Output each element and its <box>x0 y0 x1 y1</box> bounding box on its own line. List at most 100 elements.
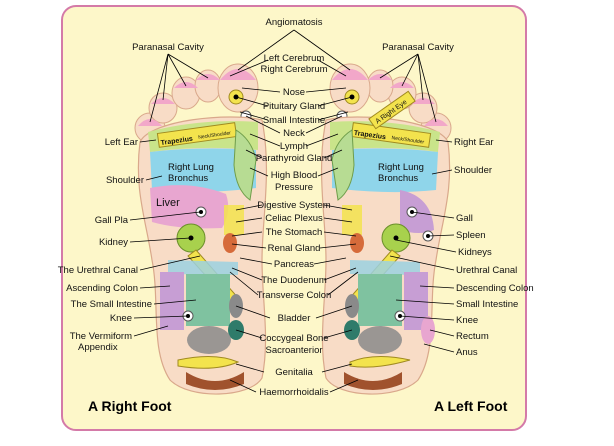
right-liver-text: Liver <box>156 197 180 209</box>
right-liver-region <box>150 185 229 229</box>
label-lymph: Lymph <box>280 141 308 152</box>
label-bladder: Bladder <box>278 313 311 324</box>
label-spleen: Spleen <box>456 230 486 241</box>
right-toe-tip-1 <box>220 69 256 80</box>
labels: Angiomatosis Paranasal Cavity Paranasal … <box>58 17 534 414</box>
left-ear-leader <box>139 139 157 143</box>
left-bronchus-text: Bronchus <box>378 173 418 184</box>
label-knee-l: Knee <box>456 315 478 326</box>
genitalia-leader <box>235 363 353 373</box>
angiomatosis-leader <box>237 29 351 71</box>
parathyroid-leader <box>245 149 343 159</box>
label-right-cerebrum: Right Cerebrum <box>260 64 327 75</box>
left-toe-tip-3 <box>390 82 414 88</box>
stomach-leader <box>231 231 357 237</box>
left-celiac-region <box>342 205 362 235</box>
label-ascending: Ascending Colon <box>66 283 138 294</box>
haemorrhoidalis-leader <box>229 379 359 393</box>
right-lung-text: Right Lung <box>168 162 214 173</box>
small-intestine-leader <box>239 111 349 121</box>
label-left-cerebrum: Left Cerebrum <box>264 53 325 64</box>
label-left-ear: Left Ear <box>105 137 138 148</box>
label-rectum: Rectum <box>456 331 489 342</box>
left-kidney-dot <box>393 235 399 241</box>
digestive-leader <box>235 204 353 211</box>
label-stomach: The Stomach <box>266 227 323 238</box>
right-toe-tip-2 <box>196 74 220 80</box>
left-toe-tip-1 <box>332 69 368 80</box>
right-kidney-dot <box>188 235 194 241</box>
left-eye-band <box>368 90 416 130</box>
right-transverse-colon <box>168 260 238 275</box>
label-high-blood-1: High Blood <box>271 170 317 181</box>
right-heel-spot <box>187 326 231 354</box>
rectum-leader <box>429 329 455 337</box>
gall-pla-leader <box>129 211 201 221</box>
label-small-int-r: The Small Intestine <box>71 299 152 310</box>
blood-pressure-leader <box>249 167 339 177</box>
label-digestive: Digestive System <box>257 200 330 211</box>
leader-lines <box>129 29 457 393</box>
right-celiac-region <box>224 205 244 235</box>
paranasal-left-leader <box>149 53 209 123</box>
left-haemorrhoidalis-region <box>344 372 402 390</box>
right-foot: Trapezius Neck/Shoulder Right Lung Bronc… <box>134 63 268 395</box>
label-right-ear: Right Ear <box>454 137 494 148</box>
left-lung-text: Right Lung <box>378 162 424 173</box>
kidneys-leader <box>395 239 457 253</box>
label-coccygeal-2: Sacroanterior <box>265 345 322 356</box>
pancreas-leader <box>239 257 347 265</box>
label-nose: Nose <box>283 87 305 98</box>
transverse-leader <box>229 271 359 296</box>
right-bronchus-text: Bronchus <box>168 173 208 184</box>
label-neck: Neck <box>283 128 305 139</box>
left-trapezius-text: Trapezius <box>353 130 386 141</box>
label-pancreas: Pancreas <box>274 259 314 270</box>
label-left-foot: A Left Foot <box>434 398 508 414</box>
label-gall: Gall <box>456 213 473 224</box>
label-urethral-l: Urethral Canal <box>456 265 517 276</box>
label-small-intestine-top: Small Intestine <box>263 115 325 126</box>
shoulder-r-leader <box>145 175 163 181</box>
right-trapezius-text: Trapezius <box>160 136 193 147</box>
label-pituitary: Pituitary Gland <box>263 101 325 112</box>
label-paranasal-left: Paranasal Cavity <box>132 42 204 53</box>
label-shoulder-l: Shoulder <box>454 165 492 176</box>
label-coccygeal-1: Coccygeal Bone <box>259 333 328 344</box>
left-transverse-colon <box>350 260 420 275</box>
anus-leader <box>423 343 455 353</box>
celiac-leader <box>235 217 353 223</box>
right-lung-region <box>150 148 256 193</box>
right-ascending-colon <box>160 272 184 330</box>
label-angiomatosis: Angiomatosis <box>265 17 322 28</box>
label-parathyroid: Parathyroid Gland <box>256 153 333 164</box>
left-genitalia-region <box>349 356 411 368</box>
label-celiac: Celiac Plexus <box>265 213 323 224</box>
left-renal-spot <box>350 233 364 253</box>
neck-leader <box>245 115 343 134</box>
small-int-l-leader <box>395 299 455 305</box>
small-int-r-leader <box>153 299 197 305</box>
left-heel-spot <box>358 326 402 354</box>
descending-leader <box>419 285 455 289</box>
right-gall-dot <box>199 210 203 214</box>
right-neck-shoulder-text: Neck/Shoulder <box>198 130 232 141</box>
label-gall-pla: Gall Pla <box>95 215 129 226</box>
label-kidney-r: Kidney <box>99 237 128 248</box>
vermiform-leader <box>133 325 169 337</box>
paranasal-right-leader <box>379 53 437 123</box>
label-transverse: Transverse Colon <box>257 290 332 301</box>
right-ear-leader <box>435 139 453 143</box>
right-haemorrhoidalis-region <box>186 372 244 390</box>
shoulder-l-leader <box>431 169 453 175</box>
pituitary-leader <box>235 96 353 107</box>
label-vermiform-1: The Vermiform <box>70 331 132 342</box>
left-foot: Trapezius Neck/Shoulder A Right Eye Righ… <box>320 63 452 395</box>
label-high-blood-2: Pressure <box>275 182 313 193</box>
label-vermiform-2: Appendix <box>78 342 118 353</box>
label-genitalia: Genitalia <box>275 367 313 378</box>
left-toe-tip-2 <box>368 74 392 80</box>
ascending-leader <box>139 285 171 289</box>
left-toe-tip-4 <box>411 98 435 104</box>
